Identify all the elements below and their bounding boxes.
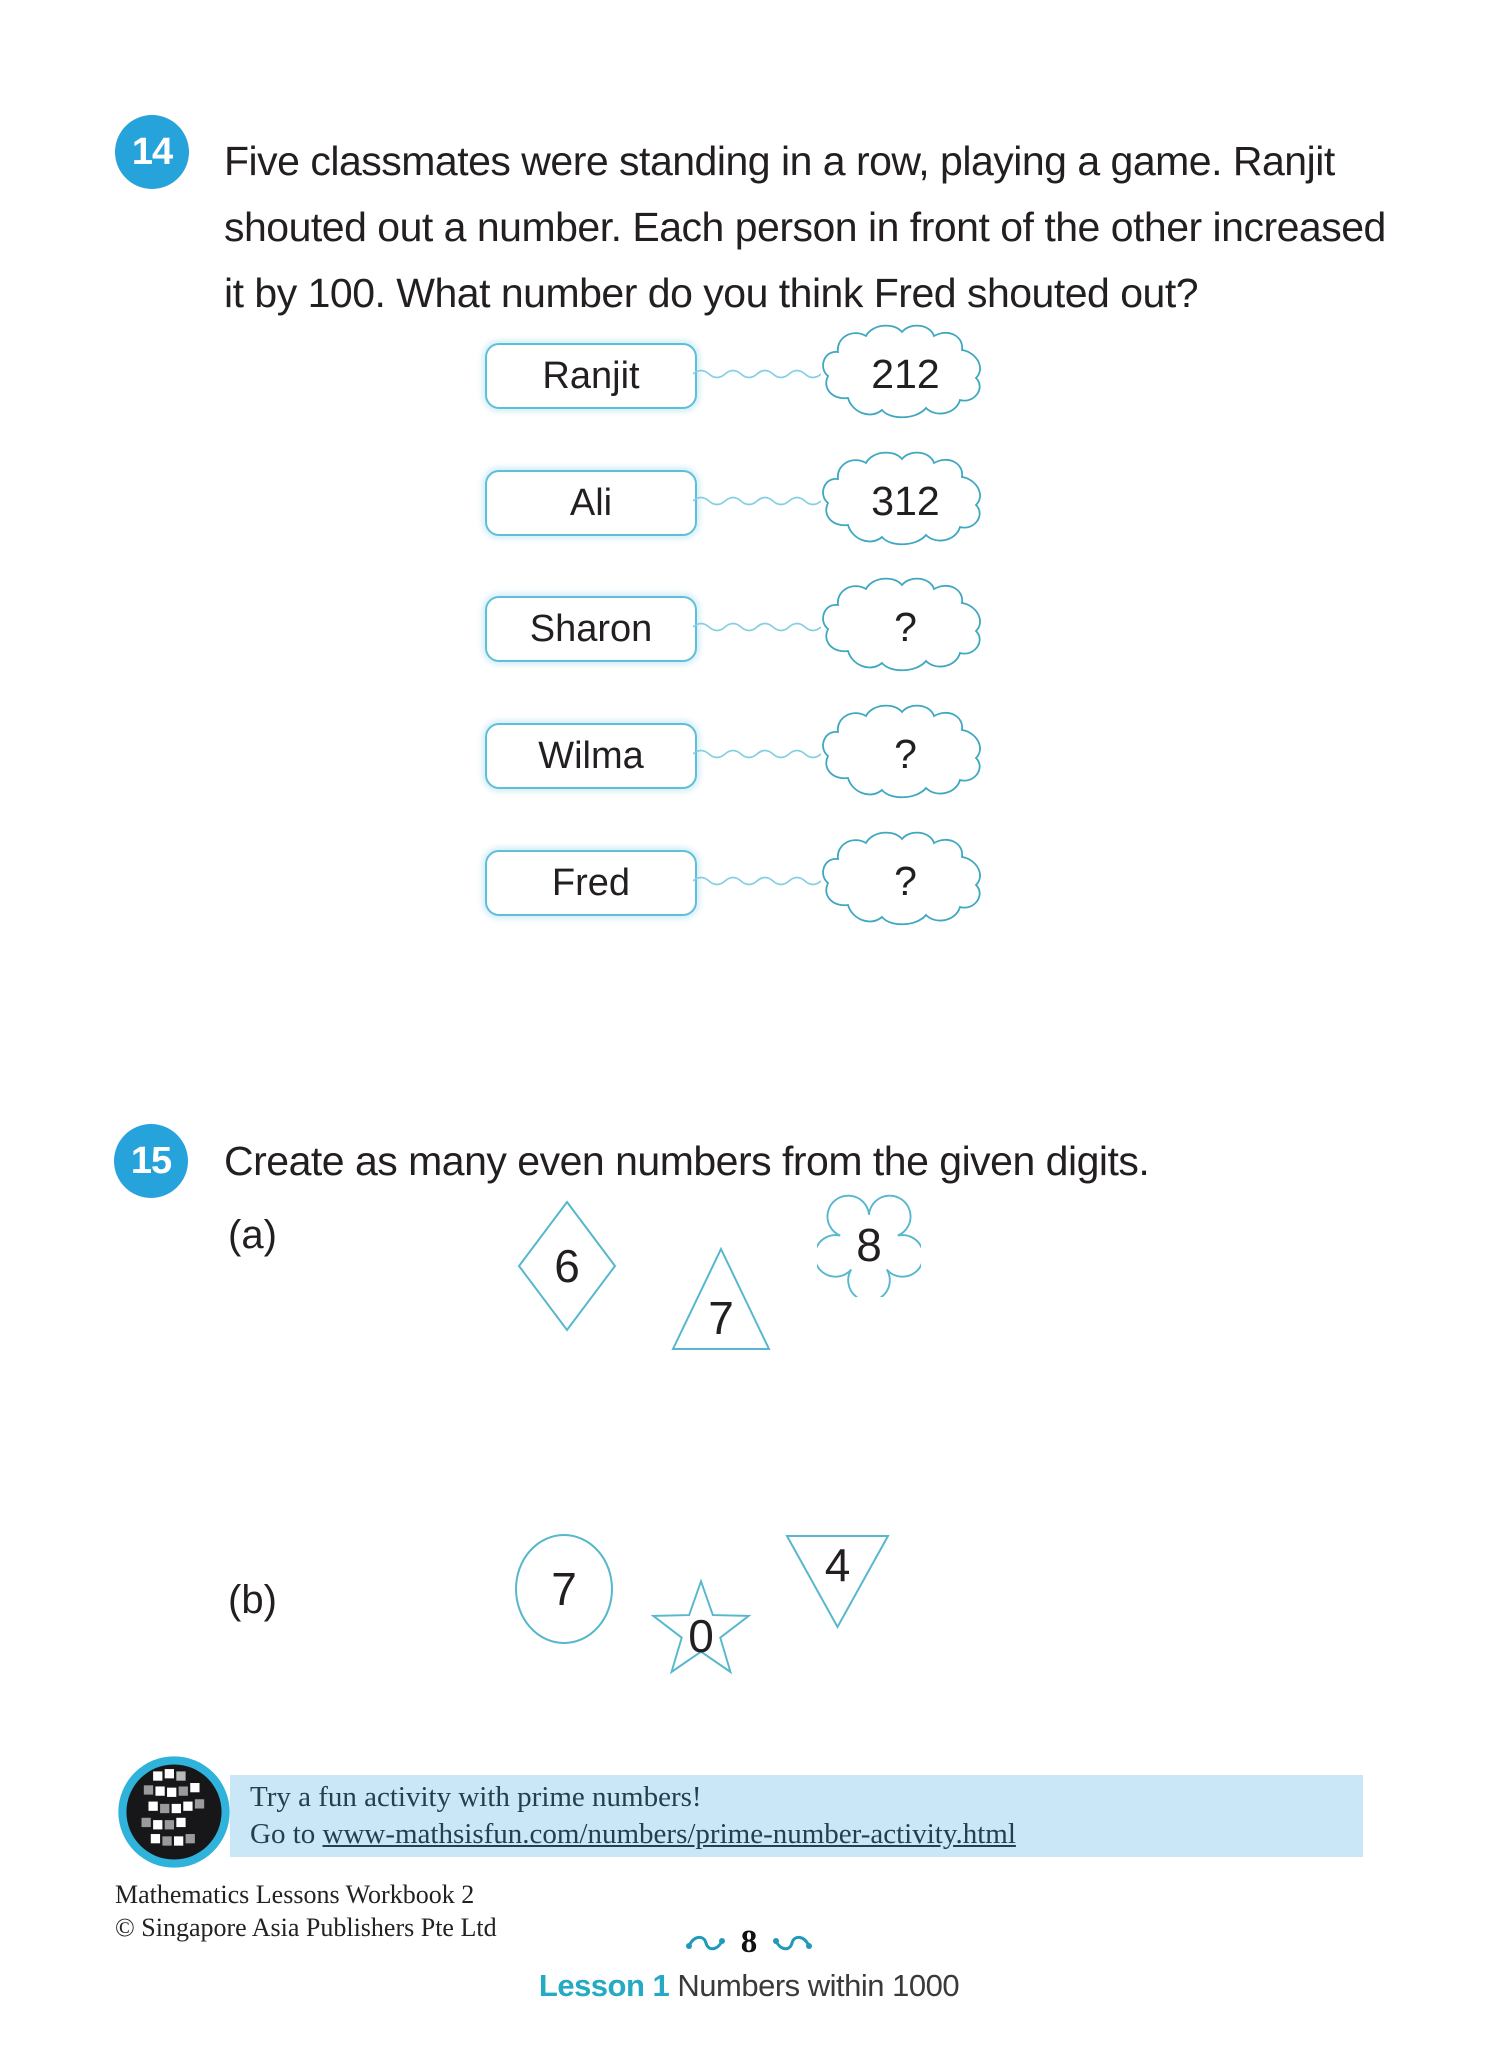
digit-shape-triangle: 7 bbox=[671, 1245, 771, 1352]
squiggle-connector bbox=[693, 876, 821, 886]
activity-text: Try a fun activity with prime numbers! G… bbox=[250, 1779, 1016, 1853]
ornament-right-icon bbox=[773, 1935, 813, 1950]
question-14-line-2: shouted out a number. Each person in fro… bbox=[224, 204, 1386, 250]
answer-cloud: 312 bbox=[818, 447, 993, 555]
ornament-left-icon bbox=[685, 1935, 725, 1950]
question-15-badge: 15 bbox=[114, 1124, 188, 1198]
cloud-outline-icon bbox=[822, 831, 981, 926]
page-number: 8 bbox=[740, 1924, 758, 1960]
name-box-wilma: Wilma bbox=[485, 723, 697, 789]
part-b-label: (b) bbox=[228, 1578, 277, 1622]
crossword-icon bbox=[116, 1754, 232, 1870]
question-14-text: Five classmates were standing in a row, … bbox=[224, 128, 1386, 326]
digit-shape-star: 0 bbox=[648, 1578, 754, 1680]
name-box-ranjit: Ranjit bbox=[485, 343, 697, 409]
activity-line-2: Go to www-mathsisfun.com/numbers/prime-n… bbox=[250, 1816, 1016, 1853]
triangle-up-icon bbox=[671, 1246, 771, 1350]
cloud-value: 212 bbox=[871, 350, 940, 397]
name-label: Wilma bbox=[538, 734, 644, 777]
lesson-label: Lesson 1 bbox=[538, 1968, 670, 2003]
match-row: Ali 312 bbox=[485, 451, 1005, 546]
activity-goto-label: Go to bbox=[250, 1818, 323, 1850]
name-label: Ali bbox=[569, 481, 613, 524]
lesson-title: Numbers within 1000 bbox=[677, 1968, 960, 2003]
question-14-line-3: it by 100. What number do you think Fred… bbox=[224, 270, 1199, 316]
circle-icon bbox=[515, 1534, 613, 1644]
digit-shape-diamond: 6 bbox=[517, 1200, 617, 1332]
digit-shape-circle: 7 bbox=[514, 1533, 614, 1645]
cloud-value: ? bbox=[894, 603, 917, 650]
star-icon bbox=[650, 1578, 752, 1675]
diamond-icon bbox=[517, 1200, 617, 1332]
question-14-line-1: Five classmates were standing in a row, … bbox=[224, 138, 1335, 184]
name-label: Sharon bbox=[529, 607, 653, 650]
shape-digit: 0 bbox=[688, 1610, 714, 1662]
question-14-badge: 14 bbox=[115, 115, 189, 189]
cloud-outline-icon bbox=[822, 577, 981, 672]
digit-shape-flower: 8 bbox=[817, 1193, 921, 1297]
book-title: Mathematics Lessons Workbook 2 bbox=[115, 1880, 475, 1909]
cloud-outline-icon bbox=[822, 451, 981, 546]
shape-digit: 7 bbox=[551, 1563, 577, 1615]
activity-link[interactable]: www-mathsisfun.com/numbers/prime-number-… bbox=[322, 1818, 1016, 1850]
cloud-value: ? bbox=[894, 730, 917, 777]
match-row: Wilma ? bbox=[485, 704, 1005, 799]
copyright: © Singapore Asia Publishers Pte Ltd bbox=[115, 1913, 497, 1942]
activity-banner bbox=[230, 1775, 1363, 1857]
answer-cloud: ? bbox=[818, 700, 993, 808]
squiggle-connector bbox=[693, 496, 821, 506]
triangle-down-icon bbox=[785, 1535, 890, 1630]
question-15-line: Create as many even numbers from the giv… bbox=[224, 1138, 1150, 1184]
digit-shape-triangle-down: 4 bbox=[785, 1533, 890, 1630]
match-row: Fred ? bbox=[485, 831, 1005, 926]
page-number-row: 8 bbox=[0, 1924, 1498, 1961]
lesson-row: Lesson 1 Numbers within 1000 bbox=[0, 1968, 1498, 2004]
question-15-text: Create as many even numbers from the giv… bbox=[224, 1128, 1150, 1194]
cloud-outline-icon bbox=[822, 324, 981, 419]
name-label: Ranjit bbox=[542, 354, 640, 397]
answer-cloud: ? bbox=[818, 827, 993, 935]
shape-digit: 6 bbox=[554, 1240, 580, 1292]
cloud-value: 312 bbox=[871, 477, 940, 524]
part-a-label: (a) bbox=[228, 1213, 277, 1257]
flower-icon bbox=[817, 1194, 921, 1297]
activity-line-1: Try a fun activity with prime numbers! bbox=[250, 1781, 702, 1813]
squiggle-connector bbox=[693, 369, 821, 379]
name-box-ali: Ali bbox=[485, 470, 697, 536]
name-label: Fred bbox=[551, 861, 631, 904]
squiggle-connector bbox=[693, 622, 821, 632]
shape-digit: 8 bbox=[856, 1219, 882, 1271]
name-box-fred: Fred bbox=[485, 850, 697, 916]
name-box-sharon: Sharon bbox=[485, 596, 697, 662]
match-row: Sharon ? bbox=[485, 577, 1005, 672]
squiggle-connector bbox=[693, 749, 821, 759]
cloud-outline-icon bbox=[822, 704, 981, 799]
answer-cloud: ? bbox=[818, 573, 993, 681]
match-row: Ranjit 212 bbox=[485, 324, 1005, 419]
shape-digit: 7 bbox=[708, 1291, 734, 1344]
answer-cloud: 212 bbox=[818, 320, 993, 428]
cloud-value: ? bbox=[894, 857, 917, 904]
footer-left: Mathematics Lessons Workbook 2 © Singapo… bbox=[115, 1878, 497, 1944]
shape-digit: 4 bbox=[824, 1538, 851, 1591]
